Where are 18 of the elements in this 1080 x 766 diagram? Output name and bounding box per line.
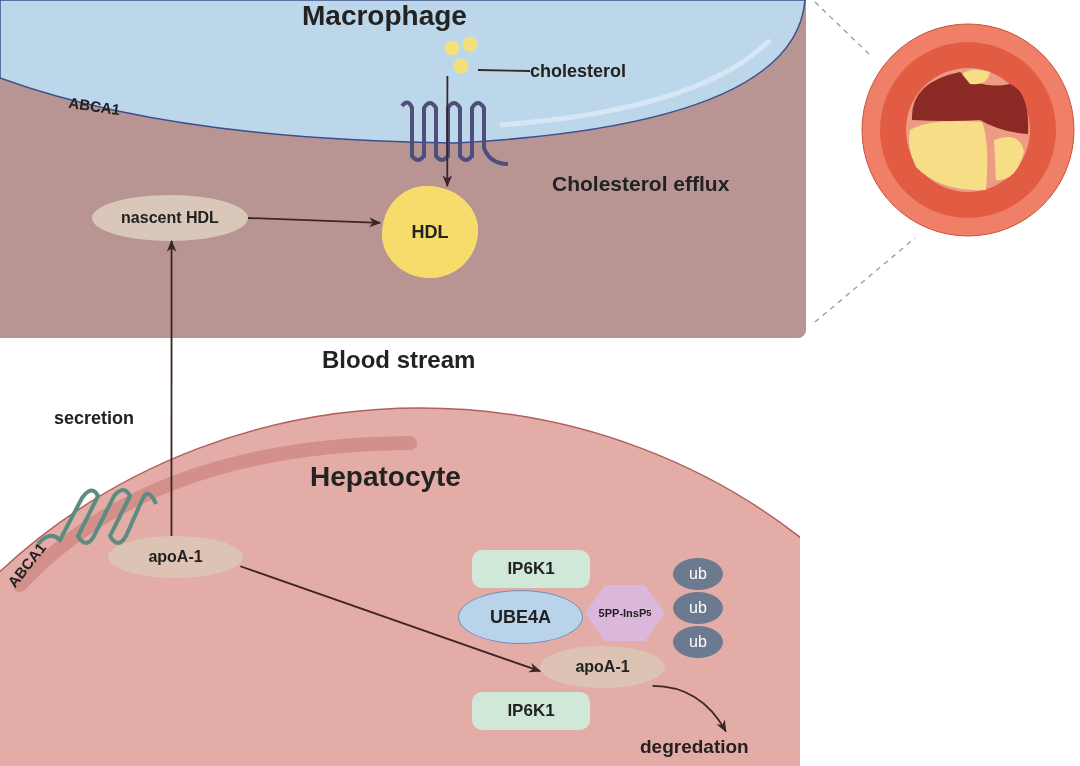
arrow [442,75,453,188]
arrow [166,239,177,537]
enzyme-box: IP6K1 [472,692,590,730]
arrow [247,217,382,228]
artery-cross-section-drawing [860,22,1076,238]
cell-title: Macrophage [302,0,467,32]
cell-title: Hepatocyte [310,461,461,493]
protein-label: ABCA1 [67,94,122,119]
edge-label: secretion [54,408,135,429]
region-label: Blood stream [322,346,476,374]
leader-line [477,69,531,72]
cholesterol-droplets-icon [444,36,478,76]
arrow [239,565,542,673]
region-label: Cholesterol efflux [552,172,730,196]
text-label: cholesterol [530,58,648,84]
text-label: degredation [640,734,772,760]
enzyme-box: IP6K1 [472,550,590,588]
arrow [651,685,727,733]
